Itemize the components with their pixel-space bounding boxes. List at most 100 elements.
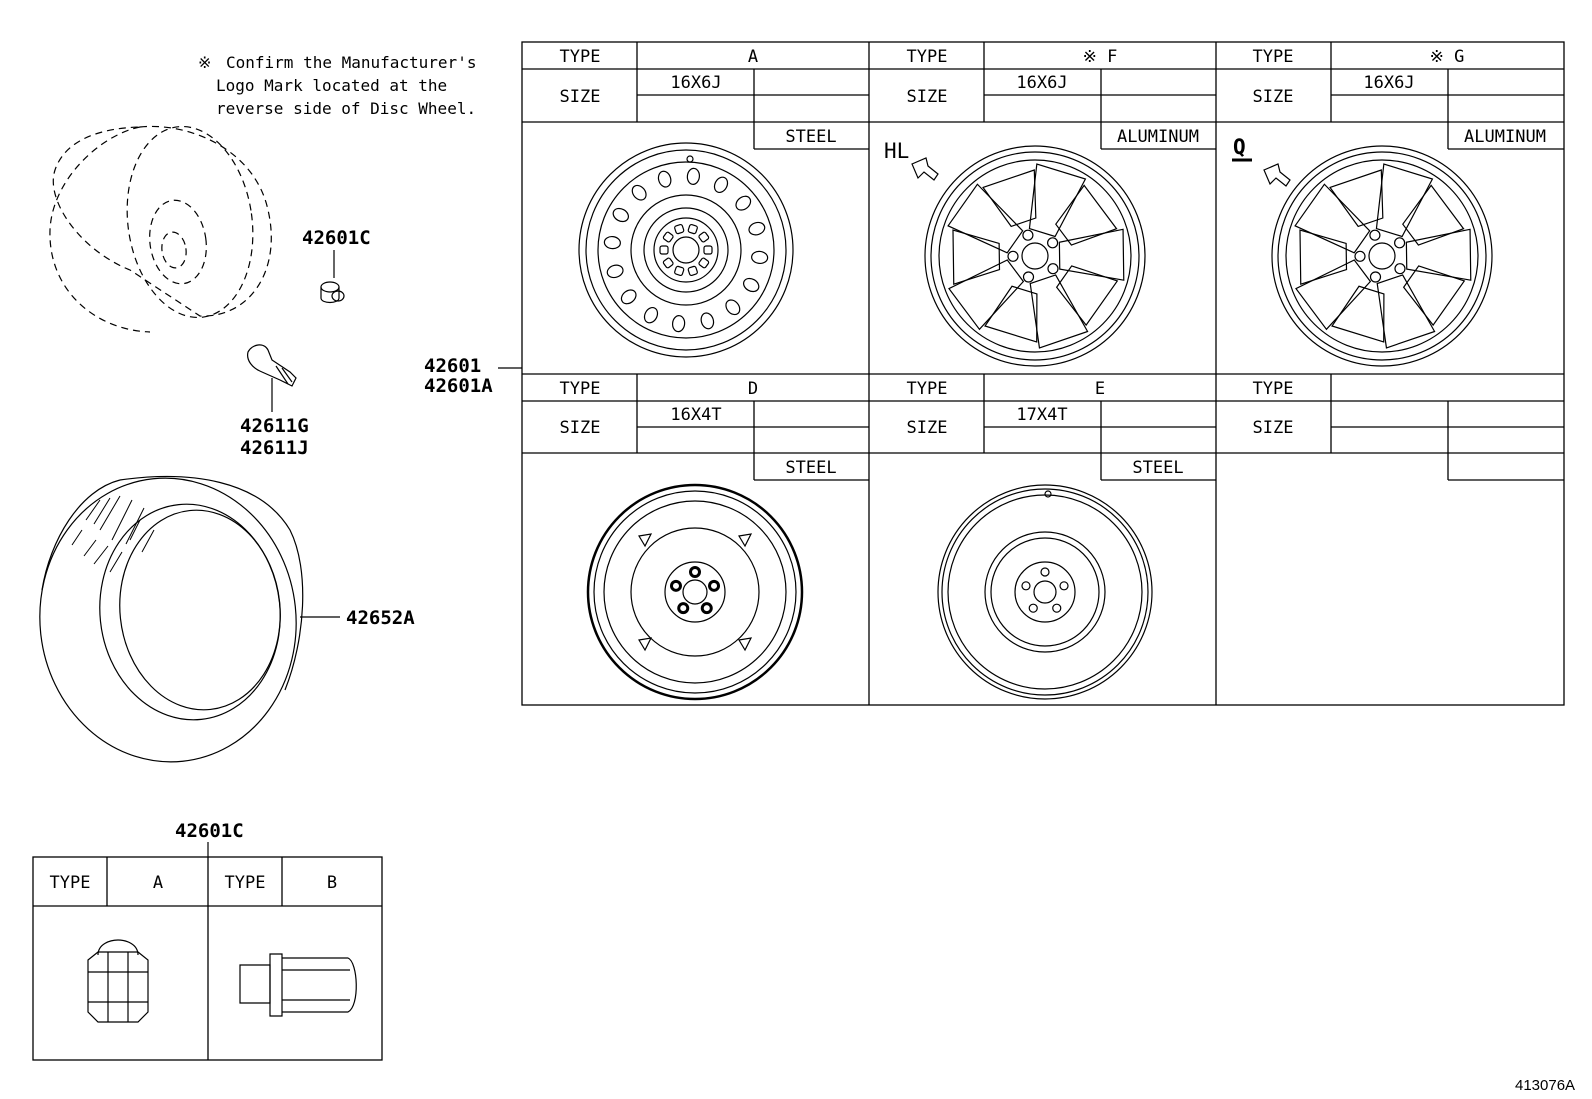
cell-d-type-label: TYPE bbox=[560, 379, 601, 399]
lug-hole-icon bbox=[1394, 237, 1406, 249]
vent-triangle-icon bbox=[638, 533, 653, 548]
lug-nut-icon bbox=[320, 281, 345, 304]
cell-e-type-label: TYPE bbox=[907, 379, 948, 399]
hub-slot-icon bbox=[703, 245, 713, 255]
cell-g-size-value: 16X6J bbox=[1363, 73, 1414, 93]
lug-hole-icon bbox=[1022, 271, 1035, 283]
window-icon bbox=[984, 285, 1038, 343]
vent-triangle-icon bbox=[638, 637, 653, 652]
cell-g-size-label: SIZE bbox=[1253, 87, 1294, 107]
hub-slot-icon bbox=[662, 257, 674, 269]
window-icon bbox=[1055, 184, 1118, 246]
lug-nut-type-b-icon bbox=[239, 953, 357, 1017]
part-number-42601c-table: 42601C bbox=[175, 820, 244, 842]
cell-g-marker: Q bbox=[1233, 135, 1246, 159]
cell-empty-size-label: SIZE bbox=[1253, 418, 1294, 438]
cell-empty-type-label: TYPE bbox=[1253, 379, 1294, 399]
lug-hole-icon bbox=[1047, 263, 1059, 275]
figure-id: 413076A bbox=[1515, 1077, 1575, 1094]
cell-f-type-value: ※ F bbox=[1083, 47, 1118, 67]
lug-hole-icon bbox=[1021, 581, 1031, 591]
hub-slot-icon bbox=[674, 223, 685, 235]
vent-hole-icon bbox=[725, 299, 741, 316]
hub-slot-icon bbox=[687, 265, 698, 277]
cell-e-size-value: 17X4T bbox=[1016, 405, 1067, 425]
vent-triangle-icon bbox=[738, 637, 753, 652]
cell-a-type-value: A bbox=[748, 47, 758, 67]
cell-a-size-label: SIZE bbox=[560, 87, 601, 107]
part-number-42652a: 42652A bbox=[346, 607, 415, 629]
lug-hole-icon bbox=[1028, 603, 1038, 613]
cell-g-type-value: ※ G bbox=[1430, 47, 1465, 67]
cell-d-size-label: SIZE bbox=[560, 418, 601, 438]
alloy-wheel-g-icon bbox=[1271, 145, 1493, 367]
lug-hole-icon bbox=[1059, 581, 1069, 591]
vent-hole-icon bbox=[603, 235, 621, 250]
steel-wheel-d-icon bbox=[586, 483, 804, 701]
cell-a-material: STEEL bbox=[785, 127, 836, 147]
window-icon bbox=[1329, 169, 1384, 228]
tire-icon bbox=[39, 475, 304, 763]
lug-hole-icon bbox=[711, 582, 718, 589]
window-icon bbox=[1299, 229, 1348, 286]
spoke-icon bbox=[1294, 183, 1371, 254]
lug-hole-icon bbox=[692, 569, 698, 575]
window-icon bbox=[1402, 265, 1466, 327]
vent-hole-icon bbox=[713, 176, 729, 193]
cell-g-material: ALUMINUM bbox=[1464, 127, 1546, 147]
hub-slot-icon bbox=[674, 265, 685, 277]
cell-d-type-value: D bbox=[748, 379, 758, 399]
vent-hole-icon bbox=[686, 167, 701, 185]
steel-wheel-a-icon bbox=[578, 142, 794, 358]
lug-nut-type-a-icon bbox=[87, 939, 149, 1023]
valve-stem-icon bbox=[247, 344, 297, 387]
vent-hole-icon bbox=[751, 250, 769, 265]
window-icon bbox=[1055, 265, 1119, 327]
window-icon bbox=[982, 169, 1037, 228]
vent-hole-icon bbox=[748, 221, 766, 236]
cell-e-size-label: SIZE bbox=[907, 418, 948, 438]
part-number-42601c-top: 42601C bbox=[302, 227, 371, 249]
note-line-3: reverse side of Disc Wheel. bbox=[216, 99, 476, 118]
hub-slot-icon bbox=[698, 257, 710, 269]
cell-f-type-label: TYPE bbox=[907, 47, 948, 67]
lug-hole-icon bbox=[703, 605, 710, 612]
lug-hole-icon bbox=[1394, 263, 1406, 275]
spoke-icon bbox=[1058, 228, 1125, 281]
cell-a-type-label: TYPE bbox=[560, 47, 601, 67]
cell-d-size-value: 16X4T bbox=[670, 405, 721, 425]
vent-hole-icon bbox=[631, 184, 647, 201]
arrow-hl-icon bbox=[911, 157, 939, 181]
vent-hole-icon bbox=[657, 170, 672, 188]
vent-hole-icon bbox=[700, 312, 715, 330]
lug-hole-icon bbox=[1047, 237, 1059, 249]
vent-hole-icon bbox=[612, 207, 630, 223]
vent-hole-icon bbox=[742, 277, 760, 293]
nut-type-b-label: TYPE bbox=[225, 873, 266, 893]
spoke-icon bbox=[1295, 259, 1372, 331]
cell-d-material: STEEL bbox=[785, 458, 836, 478]
cell-f-size-value: 16X6J bbox=[1016, 73, 1067, 93]
part-number-42611j: 42611J bbox=[240, 437, 309, 459]
steel-wheel-e-icon bbox=[937, 484, 1153, 700]
note-mark: ※ bbox=[198, 53, 211, 72]
spoke-icon bbox=[1029, 274, 1089, 349]
lug-hole-icon bbox=[1007, 250, 1019, 262]
vent-hole-icon bbox=[606, 264, 624, 279]
lug-hole-icon bbox=[680, 605, 687, 612]
window-icon bbox=[1331, 285, 1385, 343]
nut-type-b-value: B bbox=[327, 873, 337, 893]
part-number-42601: 42601 bbox=[424, 355, 481, 377]
part-number-42611g: 42611G bbox=[240, 415, 309, 437]
cell-f-marker: HL bbox=[884, 139, 909, 163]
nut-table bbox=[32, 856, 383, 1061]
lug-hole-icon bbox=[1369, 229, 1381, 241]
lug-hole-icon bbox=[1040, 567, 1050, 577]
nut-type-a-value: A bbox=[153, 873, 163, 893]
alloy-wheel-f-icon bbox=[924, 145, 1146, 367]
vent-hole-icon bbox=[671, 315, 686, 333]
lug-hole-icon bbox=[1022, 229, 1034, 241]
vent-hole-icon bbox=[735, 195, 752, 211]
spoke-icon bbox=[948, 259, 1025, 331]
